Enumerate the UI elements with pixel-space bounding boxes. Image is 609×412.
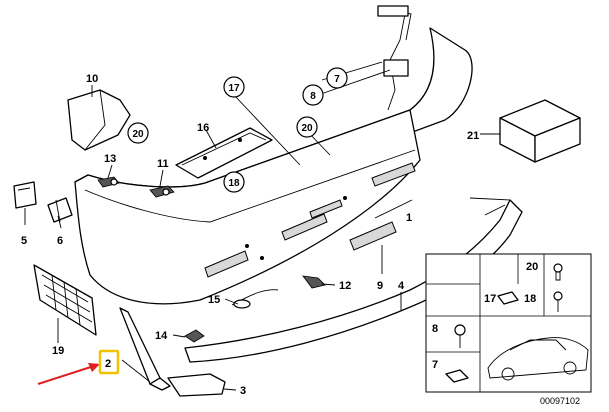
inset-part-17-nut — [497, 291, 519, 305]
label-9: 9 — [377, 280, 383, 292]
inset-label-7: 7 — [432, 359, 438, 371]
part-5-bracket — [13, 181, 37, 209]
callout-7: 7 — [326, 67, 348, 89]
inset-part-18-screw — [553, 291, 563, 312]
inset-part-7-nut — [445, 369, 469, 383]
part-3-trim — [167, 373, 226, 397]
label-16: 16 — [197, 122, 209, 134]
inset-panel: 20 17 18 8 7 00097102 — [425, 253, 592, 406]
part-19-grille — [33, 264, 97, 336]
label-12: 12 — [339, 280, 351, 292]
inset-label-17: 17 — [484, 293, 496, 305]
highlight-box — [98, 349, 120, 375]
part-13-clip — [97, 176, 120, 188]
inset-label-20: 20 — [526, 261, 538, 273]
part-2-trim — [119, 307, 171, 391]
leader-lines — [24, 61, 500, 391]
svg-text:18: 18 — [228, 178, 240, 189]
inset-part-8-screw — [454, 324, 466, 348]
label-13: 13 — [104, 153, 116, 165]
inset-part-20-clip — [553, 263, 563, 281]
part-10-bracket — [67, 89, 131, 151]
svg-text:20: 20 — [132, 129, 144, 140]
svg-text:17: 17 — [228, 83, 240, 94]
inset-car-sketch — [487, 337, 589, 381]
callout-8: 8 — [302, 84, 324, 106]
part-21-box — [499, 99, 581, 163]
label-5: 5 — [21, 235, 27, 247]
svg-text:7: 7 — [334, 74, 340, 85]
part-11-clip — [149, 185, 175, 198]
part-12-clip — [302, 275, 326, 289]
part-16-bracket — [175, 127, 273, 179]
bumper-cover-part — [74, 27, 473, 305]
label-21: 21 — [467, 130, 479, 142]
callout-17: 17 — [223, 76, 245, 98]
inset-label-8: 8 — [432, 323, 438, 335]
part-15-cable — [231, 289, 279, 309]
wiring-harness-part — [377, 5, 412, 111]
part-14-cap — [184, 329, 205, 343]
part-6-bracket — [47, 197, 73, 223]
callout-20-left: 20 — [127, 122, 149, 144]
label-19: 19 — [52, 345, 64, 357]
inset-label-18: 18 — [524, 293, 536, 305]
label-4: 4 — [398, 280, 405, 292]
callout-18: 18 — [223, 171, 245, 193]
pointer-arrow — [37, 363, 100, 385]
part-9-reflector — [349, 221, 397, 251]
label-6: 6 — [57, 235, 63, 247]
label-3: 3 — [240, 385, 246, 397]
reference-number: 00097102 — [540, 396, 580, 406]
svg-text:20: 20 — [301, 123, 313, 134]
label-11: 11 — [157, 158, 169, 170]
callout-20-right: 20 — [296, 116, 318, 138]
label-14: 14 — [155, 330, 168, 342]
label-2: 2 — [105, 358, 111, 370]
label-1: 1 — [406, 212, 412, 224]
label-15: 15 — [208, 294, 220, 306]
svg-text:8: 8 — [310, 91, 316, 102]
label-10: 10 — [86, 73, 98, 85]
